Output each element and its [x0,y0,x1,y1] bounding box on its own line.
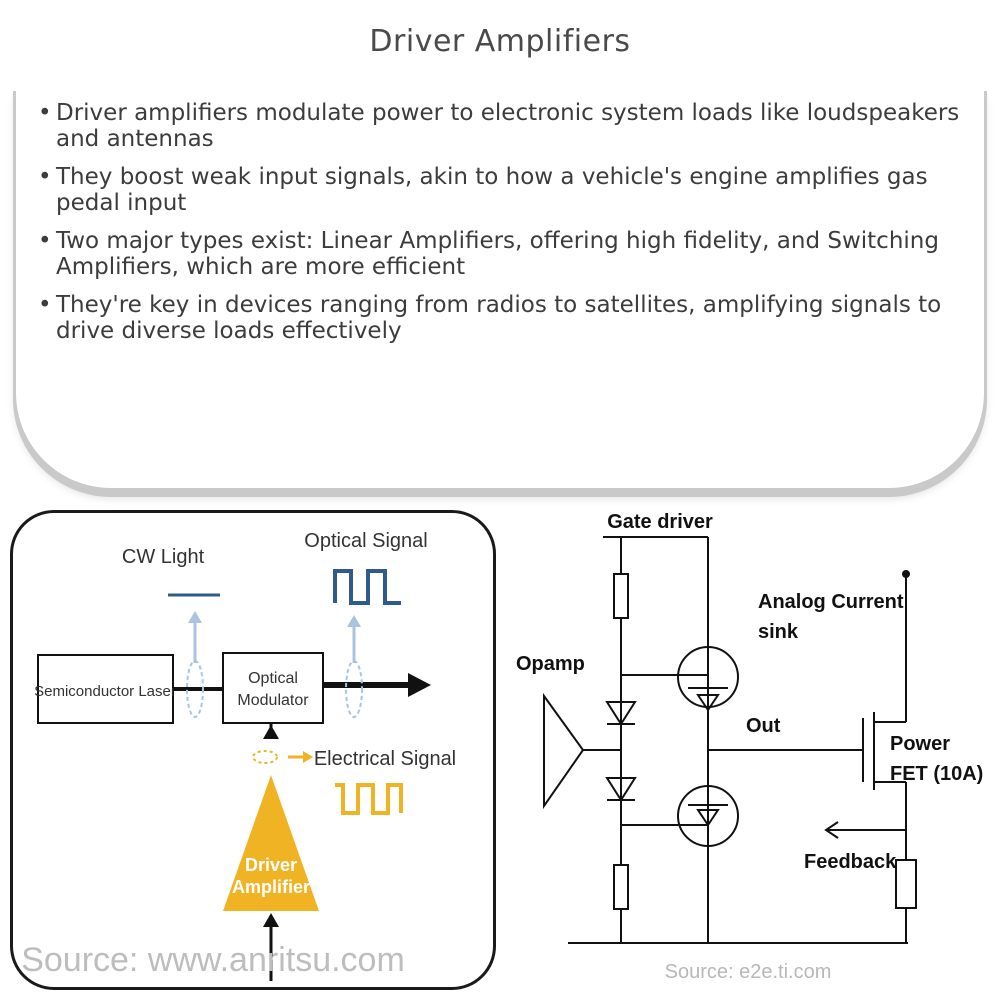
lower-transistor-arrow [696,809,720,827]
upper-transistor [677,646,739,708]
circuit-schematic-svg: Gate driver Analog Current sink Opamp Ou… [516,511,983,983]
bullet-card: • Driver amplifiers modulate power to el… [16,88,984,488]
bullet-dot: • [38,228,52,254]
bullet-text: They boost weak input signals, akin to h… [56,164,928,216]
cw-light-ring [186,660,204,718]
optical-signal-label: Optical Signal [304,530,427,552]
bullet-dot: • [38,164,52,190]
bullet-text: Driver amplifiers modulate power to elec… [56,100,960,152]
bottom-resistor [613,864,629,910]
bullet-item: • They boost weak input signals, akin to… [38,164,963,216]
right-source-watermark: Source: e2e.ti.com [665,961,832,983]
electrical-signal-wave [335,783,403,815]
amp-input-head [263,913,279,927]
bullet-text: Two major types exist: Linear Amplifiers… [56,228,939,280]
amplifier-label-line2: Amplifier [232,877,310,897]
bullet-item: • They're key in devices ranging from ra… [38,292,963,344]
optical-up-arrow-head [347,615,361,627]
analog-current-label-line1: Analog Current [758,591,904,613]
analog-current-label-line2: sink [758,621,799,643]
optical-modulator-diagram: CW Light Optical Signal Semiconductor La… [10,510,496,990]
upper-transistor-arrow [696,694,720,712]
amplifier-label-line1: Driver [245,855,297,875]
bullet-list: • Driver amplifiers modulate power to el… [38,100,963,356]
out-label: Out [746,715,781,737]
semiconductor-laser-label: Semiconductor Laser [34,683,176,700]
amp-to-modulator-head [263,725,279,739]
opamp-triangle [543,692,585,810]
semiconductor-laser-box [37,654,174,724]
modulator-label-line2: Modulator [237,692,309,709]
circuit-schematic: Gate driver Analog Current sink Opamp Ou… [508,500,990,990]
bullet-item: • Driver amplifiers modulate power to el… [38,100,963,152]
bullet-dot: • [38,292,52,318]
bullet-dot: • [38,100,52,126]
gate-driver-label: Gate driver [607,511,713,533]
optical-modulator-svg: CW Light Optical Signal Semiconductor La… [21,530,456,981]
electrical-signal-label: Electrical Signal [314,748,456,770]
page-title: Driver Amplifiers [369,24,631,59]
optical-signal-wave [333,569,401,605]
feedback-arrow-head [824,821,839,839]
cw-up-arrow-head [188,611,202,623]
power-fet-label-line2: FET (10A) [890,763,983,785]
feedback-label: Feedback [804,851,897,873]
cw-light-label: CW Light [122,546,205,568]
drain-terminal [902,570,910,578]
optical-modulator-box [222,652,324,724]
optical-signal-ring [345,660,363,718]
electrical-signal-ring [252,750,278,764]
opamp-label: Opamp [516,653,585,675]
output-arrow-head [408,673,431,697]
top-resistor [613,573,629,619]
upper-diode [605,701,637,726]
power-fet-label-line1: Power [890,733,950,755]
bullet-item: • Two major types exist: Linear Amplifie… [38,228,963,280]
left-source-watermark: Source: www.anritsu.com [21,941,405,979]
lower-transistor [677,785,739,847]
lower-diode [605,777,637,802]
sense-resistor [895,859,917,909]
electrical-arrow-head [303,751,313,763]
bullet-text: They're key in devices ranging from radi… [56,292,942,344]
modulator-label-line1: Optical [248,670,298,687]
driver-amplifier-triangle [223,775,319,911]
